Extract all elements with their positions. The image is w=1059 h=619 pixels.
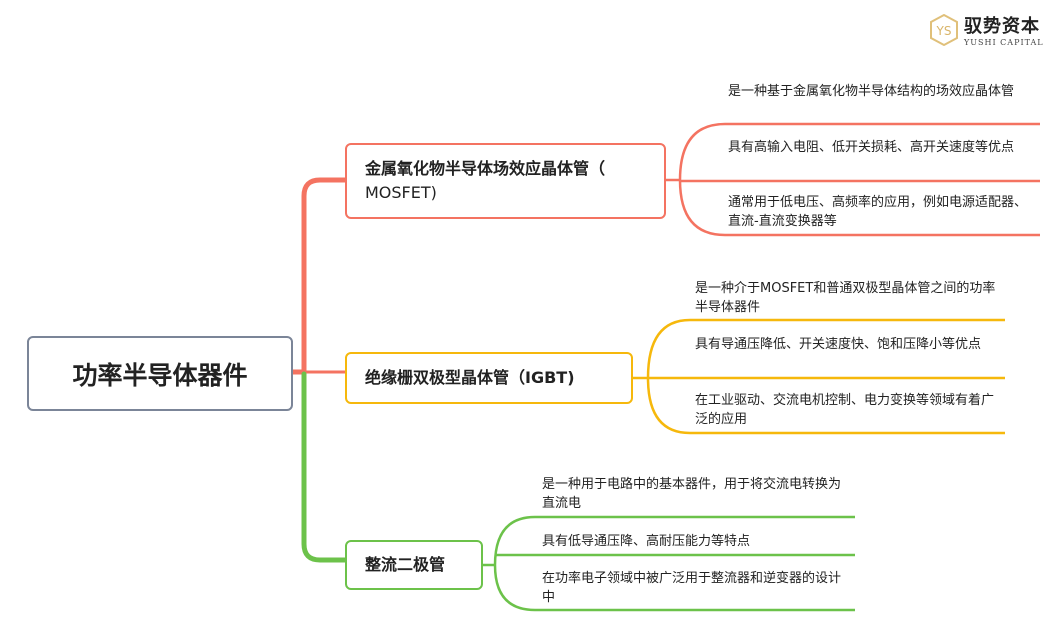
diode-leaf-lines [482, 515, 855, 612]
igbt-leaf-3[interactable]: 在工业驱动、交流电机控制、电力变换等领域有着广泛的应用 [695, 393, 995, 427]
node-mosfet[interactable]: 金属氧化物半导体场效应晶体管（ MOSFET) [345, 143, 666, 219]
mosfet-leaf-3[interactable]: 通常用于低电压、高频率的应用，例如电源适配器、直流-直流变换器等 [728, 195, 1028, 229]
node-diode[interactable]: 整流二极管 [345, 540, 483, 590]
mosfet-leaf-lines [665, 122, 1040, 237]
logo-subtitle: YUSHI CAPITAL [964, 38, 1044, 47]
trunk-diode [301, 371, 349, 563]
node-mosfet-label-line2: MOSFET) [365, 183, 437, 202]
trunk-mosfet [289, 177, 349, 375]
diode-leaf-3[interactable]: 在功率电子领域中被广泛用于整流器和逆变器的设计中 [542, 571, 842, 605]
logo-name: 驭势资本 [964, 16, 1040, 37]
mosfet-leaf-1[interactable]: 是一种基于金属氧化物半导体结构的场效应晶体管 [728, 84, 1015, 99]
node-igbt[interactable]: 绝缘栅双极型晶体管（IGBT) [345, 352, 633, 404]
logo: YS 驭势资本 YUSHI CAPITAL [930, 12, 1044, 47]
igbt-leaf-2[interactable]: 具有导通压降低、开关速度快、饱和压降小等优点 [695, 337, 982, 352]
igbt-leaf-lines [632, 318, 1005, 435]
node-mosfet-label-line1: 金属氧化物半导体场效应晶体管（ [365, 159, 606, 178]
igbt-leaf-1[interactable]: 是一种介于MOSFET和普通双极型晶体管之间的功率半导体器件 [695, 281, 996, 315]
logo-hexagon-icon: YS [930, 13, 958, 46]
mosfet-leaf-2[interactable]: 具有高输入电阻、低开关损耗、高开关速度等优点 [728, 140, 1015, 155]
root-node[interactable]: 功率半导体器件 [27, 336, 293, 411]
diode-leaf-1[interactable]: 是一种用于电路中的基本器件，用于将交流电转换为直流电 [542, 477, 842, 511]
svg-text:YS: YS [936, 24, 952, 38]
diode-leaf-2[interactable]: 具有低导通压降、高耐压能力等特点 [542, 534, 751, 549]
